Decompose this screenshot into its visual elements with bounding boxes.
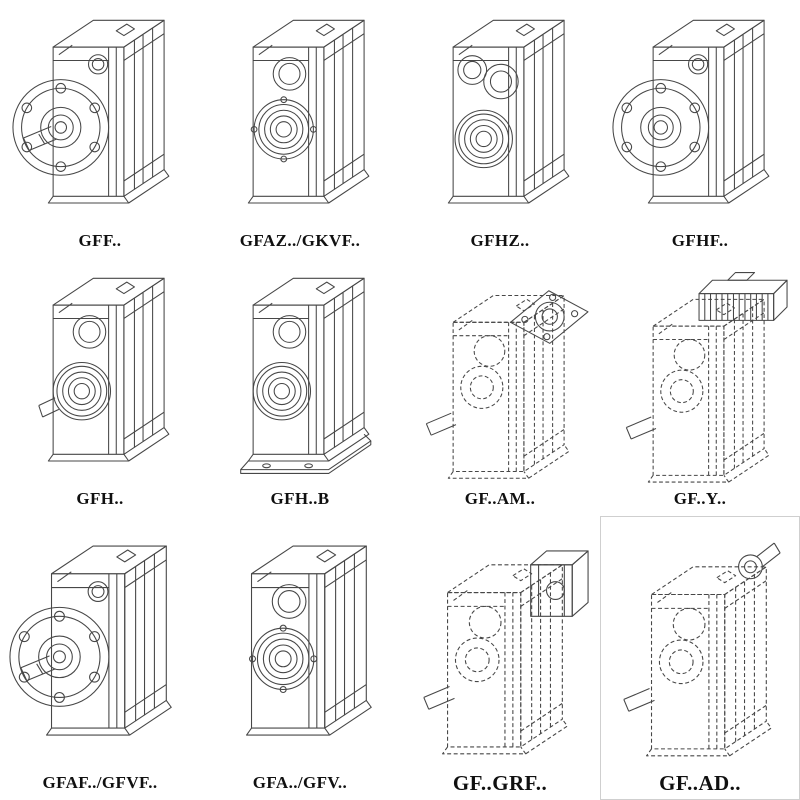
catalog-cell-gfhz: GFHZ.. <box>400 0 600 258</box>
gearbox-flange-shaft-icon <box>12 19 170 204</box>
gearbox-drawing-gfam <box>400 258 600 487</box>
gearbox-hollow-bore-icon <box>247 19 370 204</box>
gearbox-drawing-gfy <box>600 258 800 487</box>
catalog-cell-gfam: GF..AM.. <box>400 258 600 516</box>
gearbox-hollow-shaft-icon <box>447 19 570 204</box>
gearbox-foot-mounted-icon <box>240 277 372 474</box>
catalog-cell-gff: GFF.. <box>0 0 200 258</box>
model-label: GFH.. <box>76 489 124 508</box>
model-label: GF..AD.. <box>659 771 741 795</box>
catalog-cell-gfad: GF..AD.. <box>600 516 800 800</box>
model-label: GFA../GFV.. <box>252 773 348 792</box>
gearbox-drawing-gfh <box>0 258 200 487</box>
gearbox-hollow-bore-icon <box>246 544 372 736</box>
gearbox-drawing-gfaf <box>0 516 200 771</box>
model-label: GF..GRF.. <box>452 771 548 795</box>
catalog-cell-gfa: GFA../GFV.. <box>200 516 400 800</box>
catalog-cell-gfh: GFH.. <box>0 258 200 516</box>
gearbox-hollow-stub-icon <box>38 277 170 462</box>
model-label: GFHZ.. <box>470 231 530 250</box>
gearbox-flange-hollow-icon <box>612 19 770 204</box>
catalog-cell-gfaz: GFAZ../GKVF.. <box>200 0 400 258</box>
model-label: GF..Y.. <box>673 489 727 508</box>
model-label: GFHF.. <box>671 231 729 250</box>
gearbox-primary-stage-icon <box>423 550 589 755</box>
model-label: GFAF../GFVF.. <box>42 773 158 792</box>
gearbox-drawing-gfa <box>200 516 400 771</box>
gearbox-drawing-gfgrf <box>400 516 600 770</box>
gearbox-drawing-gfhz <box>400 0 600 229</box>
gearbox-drawing-gff <box>0 0 200 229</box>
gearbox-with-motor-icon <box>625 271 788 483</box>
gearbox-drawing-gfhb <box>200 258 400 487</box>
gearbox-drawing-gfhf <box>600 0 800 229</box>
model-label: GFH..B <box>270 489 330 508</box>
catalog-cell-gfgrf: GF..GRF.. <box>400 516 600 800</box>
catalog-cell-gfhb: GFH..B <box>200 258 400 516</box>
model-label: GFAZ../GKVF.. <box>239 231 361 250</box>
catalog-cell-gfy: GF..Y.. <box>600 258 800 516</box>
gearbox-input-shaft-icon <box>623 542 781 757</box>
catalog-cell-gfhf: GFHF.. <box>600 0 800 258</box>
catalog-cell-gfaf: GFAF../GFVF.. <box>0 516 200 800</box>
model-label: GF..AM.. <box>464 489 536 508</box>
model-label: GFF.. <box>78 231 122 250</box>
gearbox-motor-adapter-icon <box>425 289 589 479</box>
gearbox-flange-shaft-icon <box>9 544 172 736</box>
gearbox-drawing-gfaz <box>200 0 400 229</box>
gearbox-drawing-gfad <box>600 516 800 770</box>
